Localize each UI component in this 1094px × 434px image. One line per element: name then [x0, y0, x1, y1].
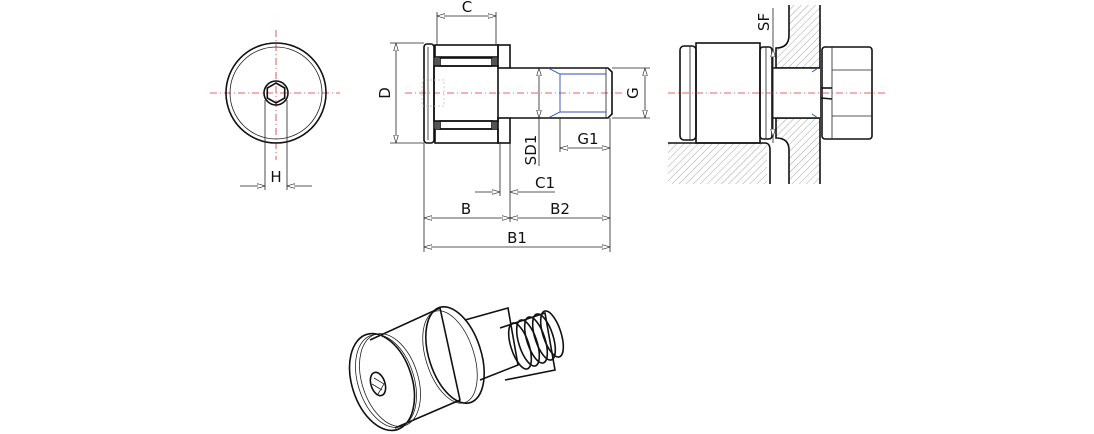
- stud-shank: [510, 67, 613, 119]
- washer-bottom: [497, 117, 511, 144]
- inner-ring-circle: [229, 46, 323, 140]
- dim-G1-label: G1: [577, 130, 598, 148]
- outer-ring-top: [434, 44, 499, 58]
- dim-SF-label: SF: [755, 13, 773, 31]
- dim-H-label: H: [270, 168, 281, 186]
- dim-D-label: D: [376, 87, 394, 99]
- washer-top: [497, 44, 511, 69]
- outer-ring-circle: [225, 42, 327, 144]
- hex-socket-circle: [263, 80, 289, 106]
- thread: [547, 67, 606, 119]
- dim-B-label: B: [461, 200, 471, 218]
- side-section-view: D C G SD1 G1 C1 B B2 B1: [376, 0, 650, 252]
- hex-socket-icon: [266, 82, 286, 104]
- thread-isometric: [507, 310, 565, 370]
- washer-isometric: [425, 305, 485, 405]
- mounted-view: SF: [668, 5, 885, 184]
- dim-C1-label: C1: [535, 174, 555, 192]
- dim-B2-label: B2: [550, 200, 570, 218]
- roller-bottom: [439, 120, 493, 130]
- roller-top: [439, 57, 493, 67]
- end-face: [348, 332, 416, 432]
- dim-SD1-label: SD1: [522, 135, 540, 166]
- dim-C-label: C: [462, 0, 472, 16]
- isometric-view: [348, 305, 565, 432]
- stud-flange: [423, 43, 435, 144]
- dim-B1-label: B1: [507, 229, 527, 247]
- hex-socket-icon: [369, 371, 387, 397]
- end-view: H: [210, 30, 340, 190]
- stud-body: [433, 65, 499, 122]
- outer-ring-isometric: [369, 306, 461, 429]
- outer-ring-bottom: [434, 128, 499, 144]
- dim-G-label: G: [624, 87, 642, 99]
